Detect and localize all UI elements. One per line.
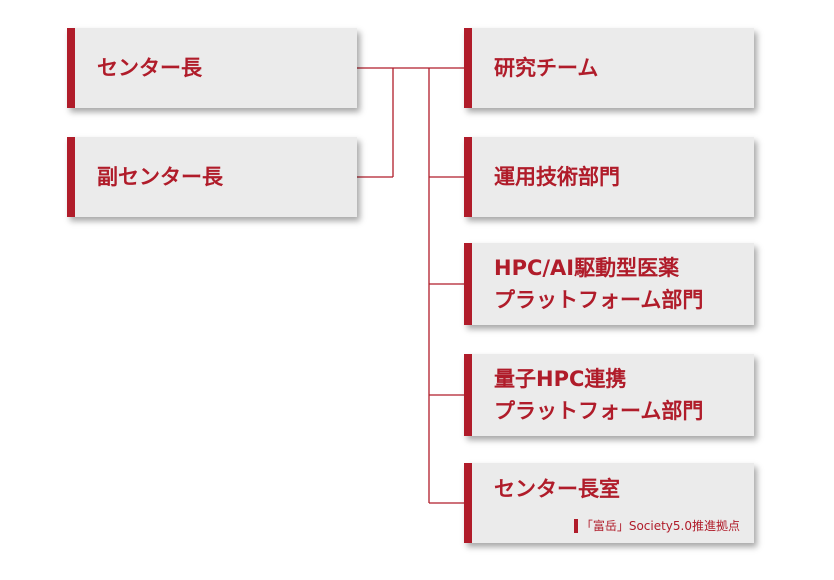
- director-office-label: センター長室: [494, 477, 620, 501]
- quantum-hpc-platform-label-line1: 量子HPC連携: [494, 367, 627, 391]
- hpc-ai-platform-label-line1: HPC/AI駆動型医薬: [494, 256, 680, 280]
- research-team-label: 研究チーム: [494, 56, 599, 80]
- quantum-hpc-platform-label-line2: プラットフォーム部門: [494, 399, 704, 423]
- hpc-ai-platform-label-line2: プラットフォーム部門: [494, 288, 704, 312]
- research-team-box: 研究チーム: [464, 28, 754, 108]
- director-office-box: センター長室 「富岳」Society5.0推進拠点: [464, 463, 754, 543]
- hpc-ai-platform-box: HPC/AI駆動型医薬 プラットフォーム部門: [464, 243, 754, 325]
- society5-hub-label: 「富岳」Society5.0推進拠点: [580, 519, 740, 533]
- deputy-director-box: 副センター長: [67, 137, 357, 217]
- society5-hub-note: 「富岳」Society5.0推進拠点: [573, 518, 740, 534]
- operations-division-label: 運用技術部門: [494, 165, 620, 189]
- quantum-hpc-platform-box: 量子HPC連携 プラットフォーム部門: [464, 354, 754, 436]
- note-marker: [573, 519, 578, 533]
- director-box: センター長: [67, 28, 357, 108]
- deputy-director-label: 副センター長: [97, 165, 223, 189]
- operations-division-box: 運用技術部門: [464, 137, 754, 217]
- director-label: センター長: [97, 56, 202, 80]
